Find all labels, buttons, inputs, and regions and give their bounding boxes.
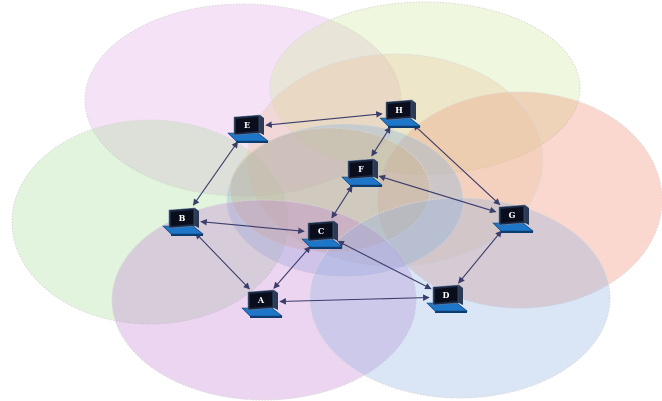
laptop-icon — [301, 220, 343, 249]
laptop-icon — [241, 289, 283, 318]
link-b-c — [200, 218, 305, 235]
link-g-d — [458, 230, 502, 284]
node-label: D — [443, 290, 450, 300]
laptop-icon — [426, 284, 468, 313]
link-c-a — [273, 246, 311, 289]
node-a: A — [241, 289, 283, 318]
node-label: G — [509, 210, 516, 220]
links — [192, 111, 502, 305]
laptop-icon — [379, 99, 421, 128]
node-label: A — [257, 295, 265, 305]
node-label: F — [358, 164, 364, 174]
node-h: H — [379, 99, 421, 128]
node-label: C — [318, 226, 324, 236]
laptop-icon — [492, 204, 534, 233]
node-d: D — [426, 284, 468, 313]
link-c-d — [337, 240, 432, 290]
node-b: B — [162, 207, 204, 236]
nodes: E H F B C G A D — [162, 99, 534, 318]
node-g: G — [492, 204, 534, 233]
link-e-b — [192, 141, 239, 206]
link-f-c — [331, 185, 353, 219]
link-e-h — [265, 111, 383, 128]
link-b-a — [195, 232, 250, 290]
laptop-icon — [162, 207, 204, 236]
node-f: F — [341, 158, 383, 187]
coverage-areas — [11, 1, 662, 401]
link-h-f — [371, 126, 391, 157]
node-c: C — [301, 220, 343, 249]
link-f-g — [378, 174, 497, 214]
node-label: H — [395, 105, 403, 115]
link-a-d — [279, 294, 430, 305]
node-label: E — [244, 120, 250, 130]
node-e: E — [227, 114, 269, 143]
node-label: B — [179, 213, 186, 223]
range-e-pink — [84, 3, 402, 197]
laptop-icon — [227, 114, 269, 143]
laptop-icon — [341, 158, 383, 187]
